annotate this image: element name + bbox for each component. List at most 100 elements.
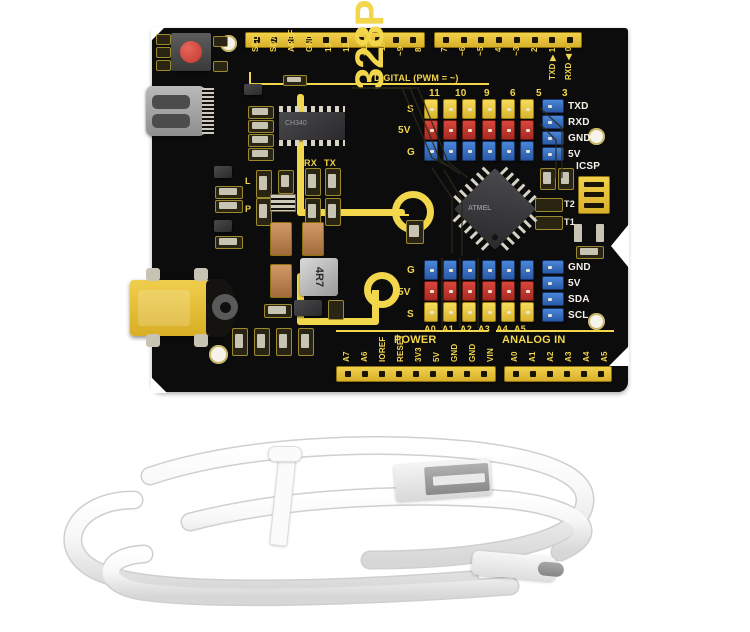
header-pin[interactable] <box>464 371 471 377</box>
serial-header-block[interactable] <box>542 99 564 161</box>
analog-power-row[interactable] <box>424 281 534 301</box>
header-pin[interactable] <box>323 37 330 43</box>
header-pin[interactable] <box>567 37 574 43</box>
serial-pin-txd[interactable] <box>542 99 564 113</box>
serial-pin-rxd[interactable] <box>542 115 564 129</box>
header-pin[interactable] <box>597 371 604 377</box>
header-pin[interactable] <box>344 371 351 377</box>
pwm-pin-s-6[interactable] <box>481 99 496 119</box>
analog-pin-g-a3[interactable] <box>481 260 496 280</box>
analog-pin-s-a5[interactable] <box>519 302 534 322</box>
pwm-pin-5v-11[interactable] <box>424 120 438 140</box>
icsp-pin[interactable] <box>584 192 604 198</box>
dc-jack-body-shade <box>138 290 190 326</box>
analog-pin-g-a4[interactable] <box>500 260 515 280</box>
i2c-pin-5v[interactable] <box>542 276 564 290</box>
header-pin[interactable] <box>305 37 312 43</box>
header-pin[interactable] <box>442 37 449 43</box>
header-pin[interactable] <box>549 37 556 43</box>
header-pin[interactable] <box>412 371 419 377</box>
reset-button-cap[interactable] <box>180 41 202 63</box>
icsp-pin[interactable] <box>584 181 604 187</box>
pwm-pin-s-3[interactable] <box>519 99 534 119</box>
header-pin[interactable] <box>563 371 570 377</box>
icsp-pin[interactable] <box>584 203 604 209</box>
header-power[interactable] <box>336 366 496 382</box>
header-pin[interactable] <box>481 371 488 377</box>
pwm-pin-g-11[interactable] <box>424 141 438 161</box>
pwm-pin-5v-5[interactable] <box>500 120 515 140</box>
i2c-header-block[interactable] <box>542 260 564 322</box>
pwm-pin-g-6[interactable] <box>481 141 496 161</box>
pwm-power-row[interactable] <box>424 120 534 140</box>
pwm-pin-5v-9[interactable] <box>462 120 477 140</box>
analog-pin-s-a4[interactable] <box>500 302 515 322</box>
pwm-pin-s-11[interactable] <box>424 99 438 119</box>
analog-pin-s-a1[interactable] <box>443 302 458 322</box>
header-digital-right[interactable] <box>434 32 582 48</box>
header-pin[interactable] <box>496 37 503 43</box>
chip-leg <box>469 230 479 240</box>
header-pin[interactable] <box>478 37 485 43</box>
header-pin[interactable] <box>361 371 368 377</box>
i2c-pin-gnd[interactable] <box>542 260 564 274</box>
analog-pin-5v-a4[interactable] <box>500 281 515 301</box>
analog-pin-g-a0[interactable] <box>424 260 438 280</box>
header-pin[interactable] <box>529 371 536 377</box>
pwm-pin-5v-3[interactable] <box>519 120 534 140</box>
header-pin[interactable] <box>395 371 402 377</box>
analog-pin-5v-a3[interactable] <box>481 281 496 301</box>
header-pin[interactable] <box>546 371 553 377</box>
analog-pin-g-a2[interactable] <box>462 260 477 280</box>
header-pin[interactable] <box>288 37 295 43</box>
pwm-pin-g-9[interactable] <box>462 141 477 161</box>
analog-pin-s-a2[interactable] <box>462 302 477 322</box>
header-pin[interactable] <box>580 371 587 377</box>
header-pin[interactable] <box>460 37 467 43</box>
i2c-pin-scl[interactable] <box>542 308 564 322</box>
analog-pin-g-a5[interactable] <box>519 260 534 280</box>
header-pin[interactable] <box>513 37 520 43</box>
header-pin[interactable] <box>375 37 382 43</box>
analog-pin-s-a0[interactable] <box>424 302 438 322</box>
analog-pin-5v-a1[interactable] <box>443 281 458 301</box>
pwm-pin-g-10[interactable] <box>443 141 458 161</box>
serial-pin-gnd[interactable] <box>542 131 564 145</box>
pwm-pin-s-9[interactable] <box>462 99 477 119</box>
icsp-header[interactable] <box>578 176 610 214</box>
header-pin[interactable] <box>253 37 260 43</box>
header-pin[interactable] <box>392 37 399 43</box>
header-pin[interactable] <box>358 37 365 43</box>
pwm-signal-row[interactable] <box>424 99 534 119</box>
pwm-pin-5v-6[interactable] <box>481 120 496 140</box>
usb-c-port[interactable] <box>146 86 206 136</box>
i2c-pin-sda[interactable] <box>542 292 564 306</box>
header-pin[interactable] <box>512 371 519 377</box>
pwm-pin-5v-10[interactable] <box>443 120 458 140</box>
reset-button[interactable] <box>171 33 211 71</box>
analog-ground-row[interactable] <box>424 260 534 280</box>
header-pin[interactable] <box>410 37 417 43</box>
analog-pin-g-a1[interactable] <box>443 260 458 280</box>
header-analog-in[interactable] <box>504 366 612 382</box>
header-pin[interactable] <box>531 37 538 43</box>
header-pin[interactable] <box>271 37 278 43</box>
analog-pin-5v-a5[interactable] <box>519 281 534 301</box>
header-pin[interactable] <box>447 371 454 377</box>
analog-pin-5v-a2[interactable] <box>462 281 477 301</box>
pwm-pin-s-10[interactable] <box>443 99 458 119</box>
serial-pin-5v[interactable] <box>542 147 564 161</box>
analog-pin-5v-a0[interactable] <box>424 281 438 301</box>
header-pin[interactable] <box>430 371 437 377</box>
analog-signal-row[interactable] <box>424 302 534 322</box>
header-pin[interactable] <box>378 371 385 377</box>
header-pin[interactable] <box>340 37 347 43</box>
pwm-pin-s-5[interactable] <box>500 99 515 119</box>
pwm-pin-g-3[interactable] <box>519 141 534 161</box>
pwm-ground-row[interactable] <box>424 141 534 161</box>
pwm-pin-g-5[interactable] <box>500 141 515 161</box>
header-digital-left[interactable] <box>245 32 425 48</box>
usb-a-connector[interactable] <box>393 458 493 502</box>
analog-pin-s-a3[interactable] <box>481 302 496 322</box>
chip-leg <box>480 242 490 251</box>
